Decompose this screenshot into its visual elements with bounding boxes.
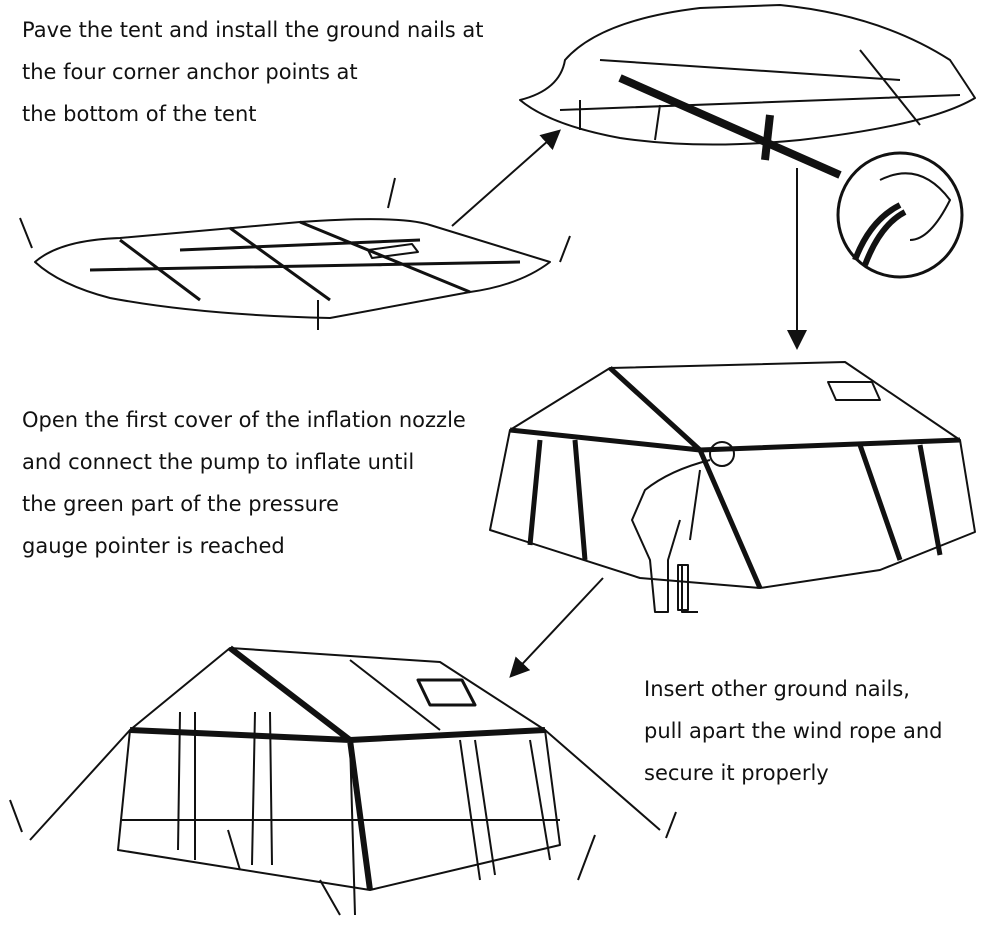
arrow-step-3-to-4 [509,577,604,678]
caption-line: Insert other ground nails, [644,677,910,701]
caption-line: the four corner anchor points at [22,60,358,84]
caption-line: secure it properly [644,761,829,785]
caption-line: pull apart the wind rope and [644,719,943,743]
person-with-pump [631,441,735,613]
pitched-tent-drawing [9,645,677,916]
caption-line: gauge pointer is reached [22,534,285,558]
folded-tent-drawing [519,4,976,179]
caption-line: and connect the pump to inflate until [22,450,415,474]
inflation-nozzle-inset [836,151,964,279]
caption-line: the bottom of the tent [22,102,257,126]
step-2-caption: Open the first cover of the inflation no… [22,399,466,567]
flat-tent-drawing [19,177,571,330]
caption-line: Pave the tent and install the ground nai… [22,18,484,42]
caption-line: the green part of the pressure [22,492,339,516]
arrow-step-1-to-2 [451,129,561,227]
inflating-tent-drawing [489,361,976,613]
step-3-caption: Insert other ground nails, pull apart th… [644,668,943,794]
caption-line: Open the first cover of the inflation no… [22,408,466,432]
step-1-caption: Pave the tent and install the ground nai… [22,9,484,135]
